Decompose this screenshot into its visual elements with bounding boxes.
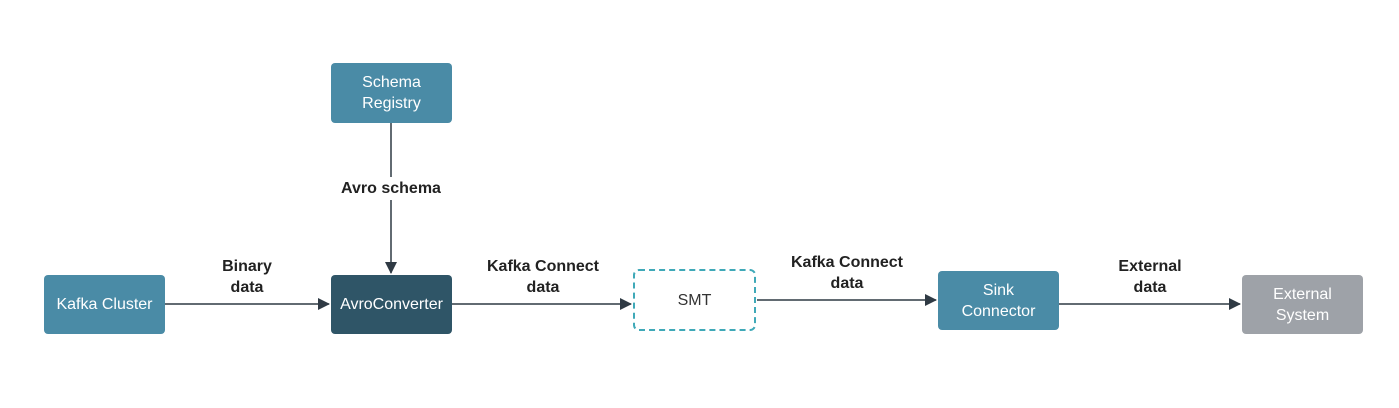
kafka-cluster-node: Kafka Cluster xyxy=(44,275,165,334)
schema-registry-node: Schema Registry xyxy=(331,63,452,123)
edge-label-kafka-connect-data-2: Kafka Connect data xyxy=(790,254,904,292)
edge-label-avro-schema: Avro schema xyxy=(338,177,444,200)
edge-label-kafka-connect-data-1: Kafka Connect data xyxy=(486,258,600,296)
edge-label-external-data: External data xyxy=(1118,258,1182,296)
avro-converter-node: AvroConverter xyxy=(331,275,452,334)
sink-connector-node: Sink Connector xyxy=(938,271,1059,330)
external-system-node: External System xyxy=(1242,275,1363,334)
edge-label-binary-data: Binary data xyxy=(222,258,272,296)
smt-node: SMT xyxy=(633,269,756,331)
